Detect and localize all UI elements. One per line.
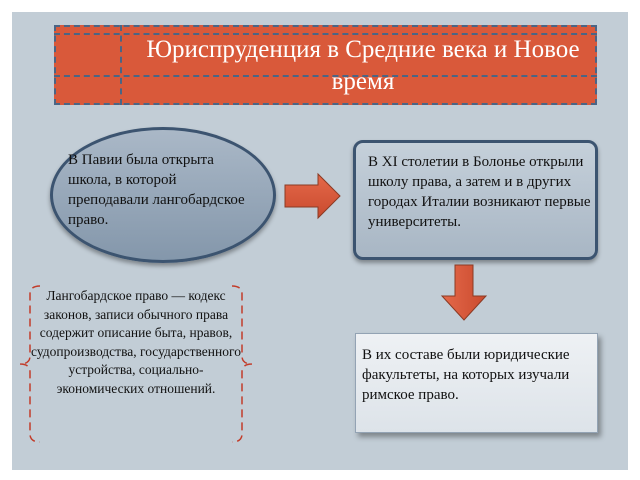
left-brace-icon: [19, 285, 41, 443]
pavia-school-text: В Павии была открыта школа, в которой пр…: [68, 152, 245, 228]
slide-title: Юриспруденция в Средние века и Новое вре…: [146, 36, 580, 95]
right-arrow-icon: [284, 172, 341, 220]
bologna-school-box: [353, 140, 598, 260]
bologna-school-text: В XI столетии в Болонье открыли школу пр…: [368, 154, 591, 230]
right-brace-icon: [231, 285, 253, 443]
title-banner-divider: [120, 25, 122, 105]
title-banner-dashed-band: [54, 33, 597, 77]
law-faculties-box: [355, 333, 598, 433]
lombard-law-definition-text: Лангобардское право — кодекс законов, за…: [31, 288, 241, 396]
title-banner: [54, 25, 597, 105]
pavia-school-oval: [50, 127, 276, 263]
law-faculties-text: В их составе были юридические факультеты…: [362, 347, 570, 403]
down-arrow-icon: [440, 264, 488, 321]
